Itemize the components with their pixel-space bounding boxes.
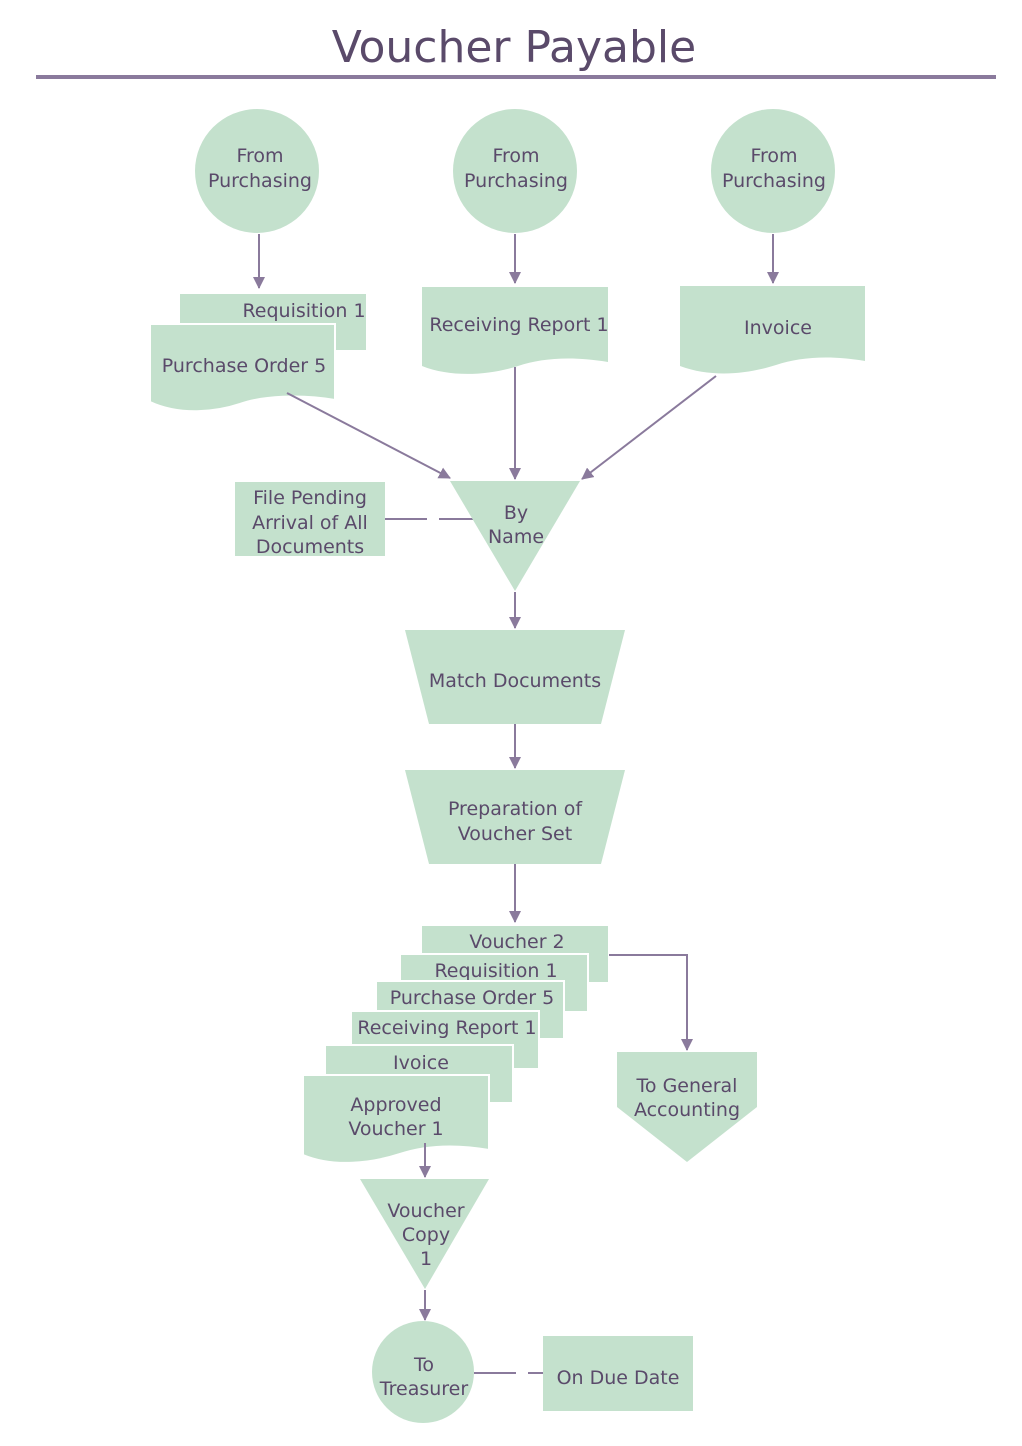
svg-text:Voucher Set: Voucher Set	[458, 823, 572, 845]
svg-text:Purchasing: Purchasing	[208, 170, 312, 192]
source-right-line-1: From	[750, 145, 797, 167]
svg-text:To General: To General	[636, 1075, 738, 1097]
svg-text:Receiving Report 1: Receiving Report 1	[429, 314, 608, 336]
svg-text:On Due Date: On Due Date	[557, 1367, 680, 1389]
svg-text:Requisition 1: Requisition 1	[434, 960, 557, 982]
svg-text:Approved: Approved	[350, 1094, 441, 1116]
connector-to-treasurer: To Treasurer	[372, 1321, 474, 1423]
file-pending-annotation: File Pending Arrival of All Documents	[235, 482, 385, 558]
source-left-line-1: From	[236, 145, 283, 167]
arrow-to-general-accounting	[609, 954, 693, 1051]
source-left: From Purchasing	[195, 109, 319, 233]
document-receiving-report: Receiving Report 1	[422, 287, 609, 374]
svg-text:Purchasing: Purchasing	[464, 170, 568, 192]
process-match-documents: Match Documents	[405, 630, 625, 724]
svg-text:From: From	[492, 145, 539, 167]
arrow-purchase-order-to-by-name	[286, 392, 451, 479]
svg-text:Receiving Report 1: Receiving Report 1	[357, 1017, 536, 1039]
source-left-line-2: Purchasing	[208, 170, 312, 192]
svg-text:Invoice: Invoice	[744, 317, 812, 339]
svg-text:From: From	[236, 145, 283, 167]
file-by-name: By Name	[450, 481, 580, 591]
voucher-set-stack: Voucher 2 Requisition 1 Purchase Order 5…	[302, 924, 610, 1164]
file-voucher-copy: Voucher Copy 1	[360, 1179, 489, 1289]
svg-text:Requisition 1: Requisition 1	[242, 300, 365, 322]
source-right: From Purchasing	[711, 109, 835, 233]
source-middle-line-1: From	[492, 145, 539, 167]
svg-text:Voucher 2: Voucher 2	[469, 931, 564, 953]
svg-text:Arrival of All: Arrival of All	[252, 512, 368, 534]
svg-text:Documents: Documents	[256, 536, 364, 558]
svg-text:Ivoice: Ivoice	[393, 1052, 449, 1074]
svg-text:Voucher: Voucher	[387, 1200, 464, 1222]
page-title: Voucher Payable	[332, 22, 696, 73]
arrow-invoice-to-by-name	[581, 375, 717, 480]
svg-text:Name: Name	[488, 526, 544, 548]
document-invoice: Invoice	[680, 286, 865, 374]
process-preparation: Preparation of Voucher Set	[405, 770, 625, 864]
svg-text:Purchase Order 5: Purchase Order 5	[390, 987, 554, 1009]
svg-text:1: 1	[420, 1248, 432, 1270]
svg-text:Purchasing: Purchasing	[722, 170, 826, 192]
off-page-general-accounting: To General Accounting	[617, 1052, 757, 1162]
svg-text:From: From	[750, 145, 797, 167]
source-middle-line-2: Purchasing	[464, 170, 568, 192]
svg-text:To: To	[413, 1354, 434, 1376]
svg-text:File Pending: File Pending	[253, 487, 367, 509]
source-right-line-2: Purchasing	[722, 170, 826, 192]
svg-text:Voucher 1: Voucher 1	[348, 1118, 443, 1140]
document-approved-voucher: Approved Voucher 1	[302, 1074, 490, 1164]
svg-text:Treasurer: Treasurer	[379, 1378, 469, 1400]
svg-text:Accounting: Accounting	[634, 1099, 740, 1121]
svg-text:By: By	[504, 502, 528, 524]
svg-text:Preparation of: Preparation of	[448, 798, 583, 820]
svg-text:Purchase Order 5: Purchase Order 5	[162, 355, 326, 377]
on-due-date-annotation: On Due Date	[543, 1336, 693, 1411]
source-middle: From Purchasing	[453, 109, 577, 233]
svg-text:Match Documents: Match Documents	[429, 670, 601, 692]
svg-text:Copy: Copy	[402, 1224, 450, 1246]
document-purchase-order: Purchase Order 5	[149, 323, 336, 413]
